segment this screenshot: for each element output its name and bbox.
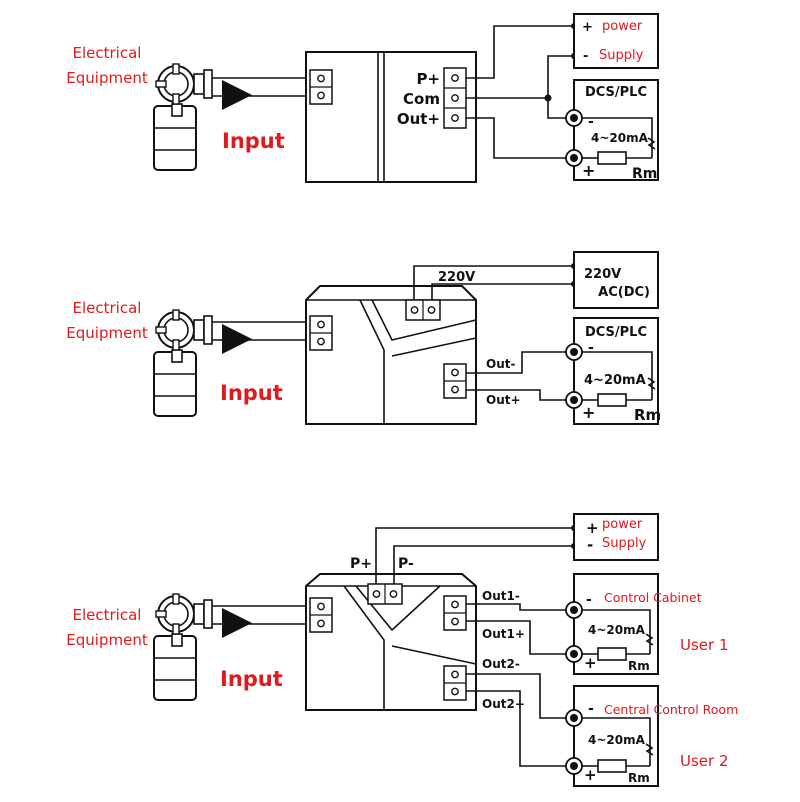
terminal-label-out-plus: Out+	[397, 110, 440, 128]
output-terminal-icon	[443, 363, 467, 399]
signal-arrow-icon	[222, 608, 252, 638]
terminal-label-com: Com	[403, 90, 440, 108]
rm-label: Rm	[628, 659, 650, 673]
supply-voltage-label: 220V	[438, 270, 475, 285]
equipment-label-line2: Equipment	[66, 324, 148, 342]
dcs-plc-label: DCS/PLC	[585, 325, 647, 340]
minus-sign: -	[586, 592, 592, 608]
current-range-label: 4~20mA	[584, 373, 646, 388]
power-label: power	[602, 517, 643, 532]
input-label: Input	[220, 381, 283, 405]
terminal-label-out-minus: Out-	[486, 357, 515, 371]
transmitter-module	[305, 285, 477, 425]
plus-sign: +	[582, 161, 595, 180]
meter-terminal-icon	[565, 601, 583, 619]
power-label: power	[602, 19, 643, 34]
resistor-icon	[597, 393, 627, 407]
electrical-equipment-icon	[153, 63, 213, 171]
terminal-label-out2-minus: Out2-	[482, 657, 520, 671]
user1-label: User 1	[680, 636, 729, 654]
rm-label: Rm	[634, 406, 661, 424]
power-terminal-icon	[405, 299, 441, 321]
power-supply-box	[573, 13, 659, 69]
meter-terminal-icon	[565, 109, 583, 127]
terminal-label-p-plus: P+	[350, 556, 372, 572]
electrical-equipment-icon	[153, 593, 213, 701]
power-plus-sign: +	[582, 20, 593, 35]
terminal-label-out-plus: Out+	[486, 393, 521, 407]
input-label: Input	[222, 129, 285, 153]
ac-dc-label: AC(DC)	[598, 285, 650, 300]
resistor-icon	[597, 151, 627, 165]
rm-label: Rm	[632, 166, 657, 182]
power-terminal-icon	[367, 583, 403, 605]
input-terminal-icon	[309, 597, 333, 633]
input-label: Input	[220, 667, 283, 691]
power-minus-sign: -	[587, 536, 593, 554]
power-minus-sign: -	[583, 49, 588, 64]
equipment-label-line2: Equipment	[66, 69, 148, 87]
signal-arrow-icon	[222, 80, 252, 110]
current-range-label: 4~20mA	[588, 623, 646, 637]
ac-voltage-label: 220V	[584, 267, 621, 282]
meter-terminal-icon	[565, 645, 583, 663]
plus-sign: +	[582, 403, 595, 422]
supply-label: Supply	[599, 48, 644, 63]
diagram-2: Electrical Equipment Input 220V 220V AC(…	[66, 251, 661, 425]
minus-sign: -	[588, 114, 594, 130]
diagram-3: Electrical Equipment Input P+ P- + power…	[66, 513, 738, 787]
minus-sign: -	[588, 340, 594, 356]
central-control-room-label: Central Control Room	[604, 702, 738, 717]
ac-supply-box	[573, 251, 659, 309]
signal-arrow-icon	[222, 324, 252, 354]
resistor-icon	[597, 647, 627, 661]
equipment-label-line1: Electrical	[73, 606, 142, 624]
power-plus-sign: +	[586, 519, 599, 537]
equipment-label-line2: Equipment	[66, 631, 148, 649]
terminal-label-out1-plus: Out1+	[482, 627, 525, 641]
supply-label: Supply	[602, 536, 647, 551]
terminal-label-out2-plus: Out2+	[482, 697, 525, 711]
output1-terminal-icon	[443, 595, 467, 631]
output2-terminal-icon	[443, 665, 467, 701]
meter-terminal-icon	[565, 391, 583, 409]
plus-sign: +	[584, 654, 597, 672]
dcs-plc-label: DCS/PLC	[585, 85, 647, 100]
current-range-label: 4~20mA	[588, 733, 646, 747]
plus-sign: +	[584, 766, 597, 784]
minus-sign: -	[588, 701, 594, 717]
input-terminal-icon	[309, 69, 333, 105]
power-supply-box	[573, 513, 659, 561]
equipment-label-line1: Electrical	[73, 299, 142, 317]
equipment-label-line1: Electrical	[73, 44, 142, 62]
meter-terminal-icon	[565, 149, 583, 167]
terminal-label-p-minus: P-	[398, 556, 414, 572]
terminal-label-out1-minus: Out1-	[482, 589, 520, 603]
terminal-label-p-plus: P+	[416, 70, 440, 88]
user2-label: User 2	[680, 752, 729, 770]
meter-terminal-icon	[565, 709, 583, 727]
diagram-1: Electrical Equipment Input P+ Com Out+	[66, 13, 659, 183]
electrical-equipment-icon	[153, 309, 213, 417]
control-cabinet-label: Control Cabinet	[604, 590, 702, 605]
rm-label: Rm	[628, 771, 650, 785]
input-terminal-icon	[309, 315, 333, 351]
resistor-icon	[597, 759, 627, 773]
central-control-room-box	[573, 685, 659, 787]
current-range-label: 4~20mA	[591, 131, 649, 145]
meter-terminal-icon	[565, 757, 583, 775]
meter-terminal-icon	[565, 343, 583, 361]
